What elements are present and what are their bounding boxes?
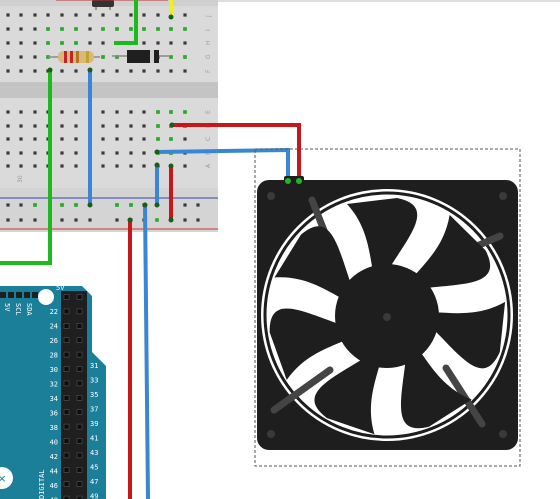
pin-label: 37 bbox=[90, 406, 98, 414]
row-letter: A bbox=[205, 163, 212, 168]
arduino-board: 5V 22 24 26 28 30 32 34 36 38 40 42 44 46 48 31 33 35 37 3… bbox=[0, 284, 106, 499]
pin-label: 39 bbox=[90, 420, 98, 428]
fan-blade bbox=[274, 226, 353, 300]
red-wire-fan bbox=[172, 123, 301, 180]
blue-wire-long bbox=[143, 204, 150, 499]
resistor-icon bbox=[48, 51, 100, 63]
row-letter: I bbox=[205, 29, 212, 31]
reset-button[interactable] bbox=[0, 467, 13, 489]
pin-label: 33 bbox=[90, 377, 98, 385]
pin-label: 48 bbox=[50, 497, 58, 499]
fan-blade bbox=[314, 355, 381, 435]
row-letter: F bbox=[205, 69, 212, 73]
pin-label: 35 bbox=[90, 391, 98, 399]
power-rail bbox=[0, 188, 218, 232]
digital-label: DIGITAL bbox=[38, 469, 46, 499]
pin-label: 34 bbox=[50, 395, 58, 403]
fan-icon bbox=[257, 176, 518, 450]
pin-label: 46 bbox=[50, 482, 58, 490]
row-letter: J bbox=[205, 15, 212, 18]
pin-label: 43 bbox=[90, 449, 98, 457]
row-letter: G bbox=[205, 54, 212, 59]
green-wire-top bbox=[114, 0, 138, 45]
pin-label: 26 bbox=[50, 337, 58, 345]
pin-label: 47 bbox=[90, 478, 98, 486]
mounting-hole bbox=[38, 289, 54, 305]
pin-label: 30 bbox=[50, 366, 58, 374]
pin-label: 31 bbox=[90, 362, 98, 370]
row-letter: E bbox=[205, 110, 212, 114]
fan-pin-positive[interactable] bbox=[296, 178, 302, 184]
row-letter: C bbox=[205, 137, 212, 141]
pin-label: 49 bbox=[90, 493, 98, 499]
pin-label: 45 bbox=[90, 464, 98, 472]
side-label: 5V bbox=[3, 303, 11, 312]
side-label: SDA bbox=[25, 303, 33, 316]
fan-selection-box bbox=[254, 148, 521, 467]
pin-labels: 22 24 26 28 30 32 34 36 38 40 42 44 46 48 31 33 35 37 39 41… bbox=[50, 308, 99, 499]
fan-blade bbox=[269, 308, 348, 380]
power-header bbox=[0, 292, 38, 298]
pin-label: 32 bbox=[50, 381, 58, 389]
power-label: 5V bbox=[56, 284, 65, 292]
header-pins bbox=[63, 294, 83, 499]
fan-blade bbox=[400, 349, 472, 429]
blue-wire-fan bbox=[156, 147, 290, 180]
green-wire-arduino bbox=[0, 70, 52, 265]
transistor-icon bbox=[92, 0, 114, 10]
pin-label: 36 bbox=[50, 410, 58, 418]
fan-blade bbox=[412, 214, 491, 289]
fan-blade bbox=[429, 301, 506, 369]
fan-pin-negative[interactable] bbox=[285, 178, 291, 184]
pin-label: 38 bbox=[50, 424, 58, 432]
pin-label: 40 bbox=[50, 439, 58, 447]
pin-label: 44 bbox=[50, 468, 58, 476]
column-number-label: 30 bbox=[17, 175, 24, 183]
pin-label: 24 bbox=[50, 323, 58, 331]
side-label: SCL bbox=[14, 303, 22, 316]
pin-label: 41 bbox=[90, 435, 98, 443]
pin-label: 28 bbox=[50, 352, 58, 360]
pin-label: 22 bbox=[50, 308, 58, 316]
close-icon: × bbox=[0, 472, 7, 485]
pin-label: 42 bbox=[50, 453, 58, 461]
breadboard-center-channel bbox=[0, 82, 218, 98]
fan-blade bbox=[347, 198, 418, 272]
diode-icon bbox=[112, 50, 170, 63]
row-letter: H bbox=[205, 40, 212, 45]
